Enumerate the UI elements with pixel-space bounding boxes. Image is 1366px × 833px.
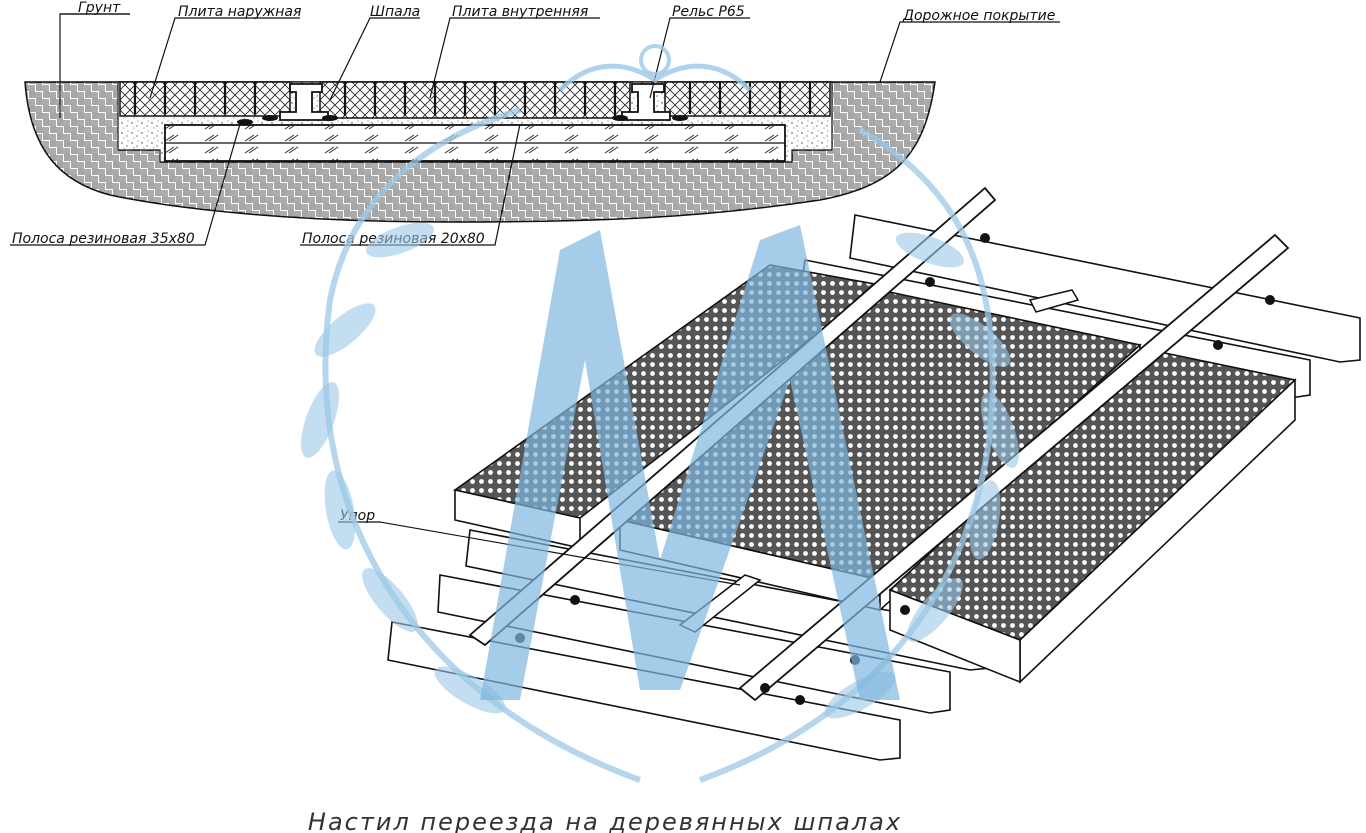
- label-road-surface: Дорожное покрытие: [902, 8, 1055, 24]
- label-ground: Грунт: [78, 0, 121, 16]
- inner-slab-section: [319, 81, 631, 119]
- label-outer-slab: Плита наружная: [178, 4, 301, 20]
- drawing-caption: Настил переезда на деревянных шпалах: [308, 808, 902, 833]
- rail-section-right: [621, 83, 671, 121]
- watermark-logo: [301, 44, 1019, 783]
- cross-section: Грунт Плита наружная Шпала Плита внутрен…: [10, 0, 1060, 247]
- sleeper-rear-1: [849, 214, 1361, 363]
- rail-right: [738, 233, 1290, 702]
- label-inner-slab: Плита внутренняя: [452, 4, 588, 20]
- label-rubber-strip-35: Полоса резиновая 35х80: [12, 231, 195, 247]
- label-rail: Рельс Р65: [672, 4, 745, 20]
- outer-slab-left-section: [119, 81, 291, 117]
- label-sleeper: Шпала: [370, 4, 420, 20]
